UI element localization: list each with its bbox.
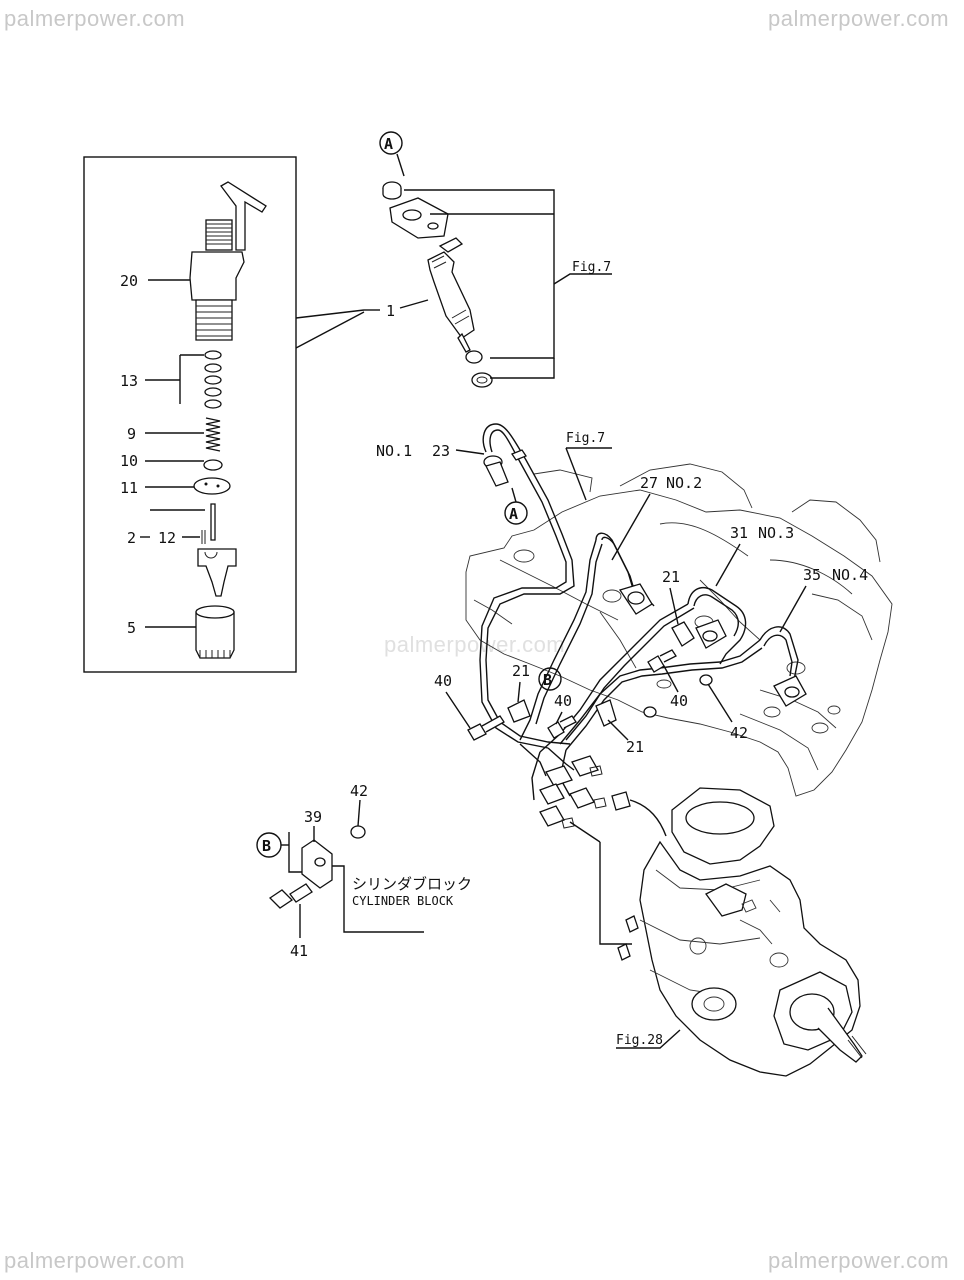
watermark-bottom-left: palmerpower.com <box>4 1248 186 1273</box>
ref-fig7-top: Fig.7 <box>572 260 611 275</box>
label-42-main: 42 <box>730 724 748 742</box>
callout-b-bracket: B <box>256 832 289 858</box>
bolts-and-nuts <box>467 649 713 741</box>
label-21-top: 21 <box>662 568 680 586</box>
callout-b-pipe: B <box>538 667 562 691</box>
label-13: 13 <box>120 372 138 390</box>
label-10: 10 <box>120 452 138 470</box>
label-40-mid: 40 <box>554 692 572 710</box>
label-2: 2 <box>127 529 136 547</box>
callout-a-mid: A <box>504 487 528 525</box>
nozzle-holder-part <box>189 181 267 341</box>
label-41: 41 <box>290 942 308 960</box>
adjusting-shims-part <box>145 350 222 409</box>
label-23: 23 <box>432 442 450 460</box>
label-27: 27 <box>640 474 658 492</box>
cylinder-block-en: CYLINDER BLOCK <box>352 894 454 908</box>
label-no1: NO.1 <box>376 442 412 460</box>
spring-seat-part <box>145 459 223 471</box>
label-1: 1 <box>386 302 395 320</box>
ref-fig28: Fig.28 <box>616 1033 663 1048</box>
label-40-left: 40 <box>434 672 452 690</box>
watermark-top-left: palmerpower.com <box>4 6 186 31</box>
label-20: 20 <box>120 272 138 290</box>
label-11: 11 <box>120 479 138 497</box>
nozzle-needle-part <box>150 503 237 597</box>
label-no3: NO.3 <box>758 524 794 542</box>
cylinder-head-outline: Fig.7 <box>465 431 893 797</box>
watermark-top-right: palmerpower.com <box>768 6 950 31</box>
watermark-bottom-right: palmerpower.com <box>768 1248 950 1273</box>
spacer-part <box>145 477 231 495</box>
label-12: 12 <box>158 529 176 547</box>
callout-b-pipe-letter: B <box>543 671 552 689</box>
injection-pump: Fig.28 <box>569 787 867 1077</box>
label-9: 9 <box>127 425 136 443</box>
callout-a-top: A <box>379 131 405 177</box>
ref-fig7-mid: Fig.7 <box>566 431 605 446</box>
label-40-right: 40 <box>670 692 688 710</box>
watermark-center: palmerpower.com <box>384 632 566 657</box>
label-35: 35 <box>803 566 821 584</box>
retaining-nut-part <box>145 605 235 659</box>
label-no4: NO.4 <box>832 566 868 584</box>
injector-detail-box <box>83 156 365 673</box>
callout-a-top-letter: A <box>384 135 393 153</box>
label-42-bracket: 42 <box>350 782 368 800</box>
injector-assembly: Fig.7 1 <box>364 181 612 388</box>
label-no2: NO.2 <box>666 474 702 492</box>
callout-b-bracket-letter: B <box>262 837 271 855</box>
label-5: 5 <box>127 619 136 637</box>
cylinder-block-jp: シリンダブロック <box>352 875 472 893</box>
spring-part <box>145 417 221 452</box>
label-39: 39 <box>304 808 322 826</box>
label-31: 31 <box>730 524 748 542</box>
label-21-bottom: 21 <box>626 738 644 756</box>
bracket-detail <box>268 799 424 938</box>
callout-a-mid-letter: A <box>509 505 518 523</box>
label-21-left: 21 <box>512 662 530 680</box>
